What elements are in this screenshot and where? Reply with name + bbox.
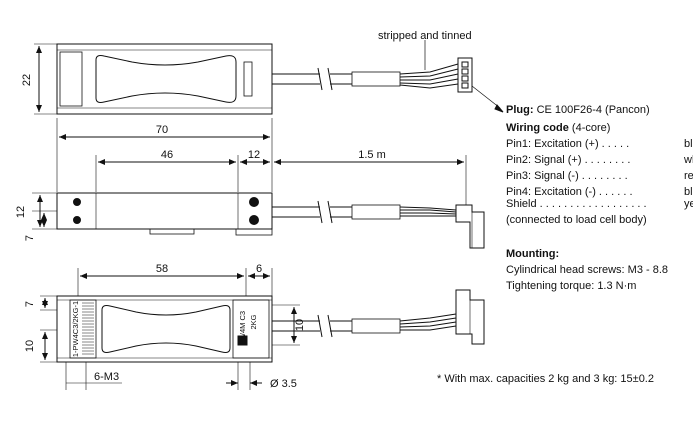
wiring-line: Wiring code (4-core) (506, 122, 610, 135)
dim-58-label: 58 (156, 263, 168, 275)
dim-22-label: 22 (21, 74, 33, 86)
bottom-view (40, 268, 485, 390)
top-view-body (56, 43, 273, 115)
bottom-view-cutout (101, 305, 231, 353)
shield-row: Shield . . . . . . . . . . . . . . . . .… (506, 198, 693, 210)
mounting-torque: Tightening torque: 1.3 N·m (506, 280, 637, 292)
side-view (32, 118, 485, 249)
dim-70-label: 70 (156, 124, 168, 136)
dim-6-label: 6 (256, 263, 262, 275)
dim-12-top-label: 12 (248, 149, 260, 161)
dim-12-left-label: 12 (15, 206, 27, 218)
thread-6m3-label: 6-M3 (94, 371, 119, 383)
cell-label-top: PW4M C3 (238, 311, 247, 345)
pin-row-4: Pin4: Excitation (-) . . . . . .black (506, 186, 693, 198)
side-view-body (56, 192, 273, 230)
dim-7-bottom-label: 7 (24, 301, 36, 307)
pin-row-3: Pin3: Signal (-) . . . . . . . .red (506, 170, 693, 182)
cell-label-mid: 2KG (249, 314, 258, 329)
plug-line: Plug: CE 100F26-4 (Pancon) (506, 104, 650, 117)
pin-row-2: Pin2: Signal (+) . . . . . . . .white (506, 154, 693, 166)
plug-label: Plug: (506, 104, 534, 116)
dim-7-mid-label: 7 (24, 235, 36, 241)
pin-row-1: Pin1: Excitation (+) . . . . .blue (506, 138, 693, 150)
plug-value: CE 100F26-4 (Pancon) (536, 104, 650, 116)
diameter-label: Ø 3.5 (270, 378, 297, 390)
screw-holes (73, 197, 259, 225)
top-view (34, 40, 504, 115)
wiring-label: Wiring code (506, 122, 569, 134)
top-view-cutout (95, 55, 237, 103)
dim-1-5m-label: 1.5 m (358, 149, 386, 161)
dim-46-label: 46 (161, 149, 173, 161)
bottom-view-body (56, 295, 273, 363)
plug-symbol (457, 57, 473, 93)
wiring-value: (4-core) (571, 122, 611, 134)
mounting-screws: Cylindrical head screws: M3 - 8.8 (506, 264, 669, 276)
dim-10-right-label: 10 (294, 319, 306, 331)
stripped-label: stripped and tinned (378, 30, 472, 42)
dim-10-left-label: 10 (24, 340, 36, 352)
shield-note: (connected to load cell body) (506, 214, 647, 226)
footnote: * With max. capacities 2 kg and 3 kg: 15… (437, 373, 654, 385)
mounting-label: Mounting: (506, 248, 560, 260)
cell-vertical-text: 1-PW4C3/2KG-1 (71, 301, 80, 357)
